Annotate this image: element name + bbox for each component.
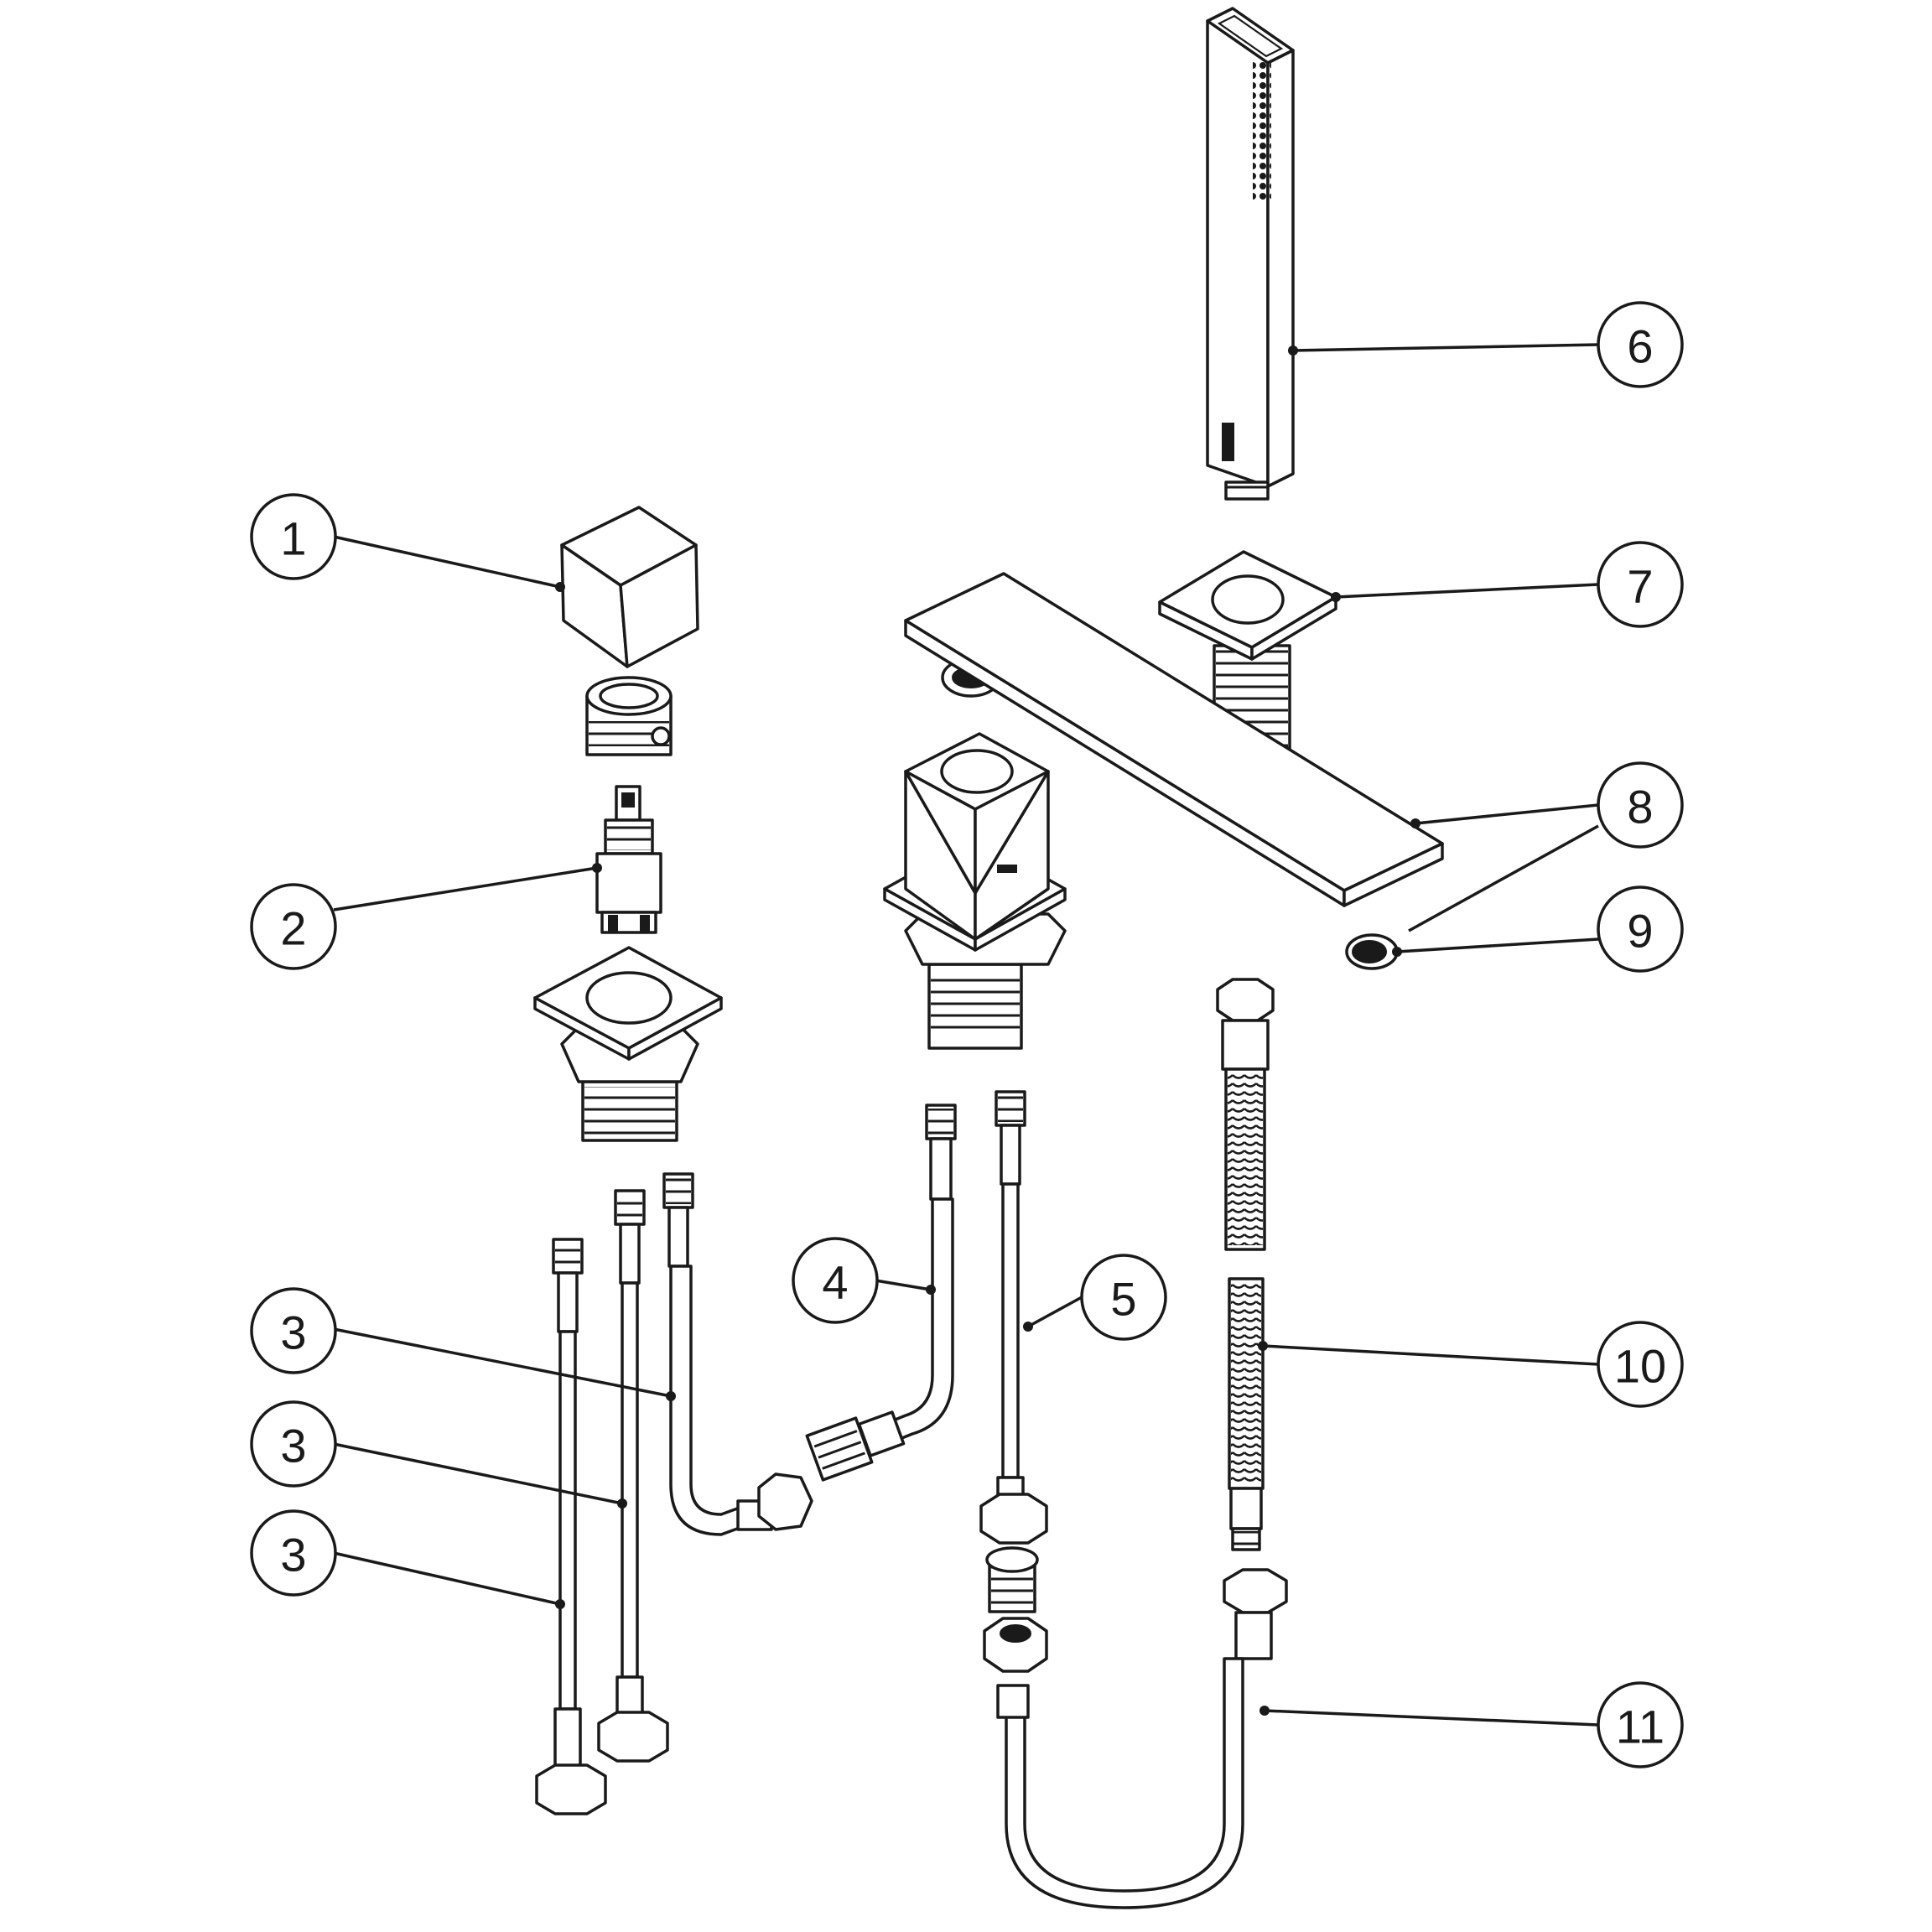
- aerator: [1345, 933, 1399, 970]
- callout-3b: 3: [250, 1400, 337, 1488]
- callout-label: 2: [280, 902, 306, 955]
- supply-hose-3b: [597, 1189, 669, 1763]
- callout-label: 8: [1627, 781, 1653, 834]
- diverter-valve-body: [883, 732, 1067, 1050]
- callout-label: 3: [280, 1306, 306, 1359]
- hand-shower: [1206, 7, 1295, 501]
- callout-3c: 3: [250, 1509, 337, 1597]
- diverter-hose-4: [805, 1104, 957, 1482]
- handle-cap: [560, 506, 699, 668]
- callout-1: 1: [250, 493, 337, 580]
- callout-2: 2: [250, 883, 337, 970]
- callout-label: 3: [280, 1529, 306, 1581]
- spout: [904, 572, 1444, 907]
- supply-hose-5: [979, 1090, 1048, 1673]
- shower-hose-10: [1216, 978, 1275, 1551]
- callout-4: 4: [792, 1237, 879, 1324]
- callout-6: 6: [1597, 301, 1684, 388]
- callout-label: 5: [1110, 1273, 1136, 1326]
- callout-11: 11: [1597, 1681, 1684, 1768]
- callout-5: 5: [1080, 1254, 1167, 1341]
- supply-hose-3c: [662, 1172, 813, 1536]
- callout-8: 8: [1597, 761, 1684, 849]
- callout-label: 11: [1616, 1701, 1665, 1753]
- supply-hose-3a: [535, 1238, 607, 1815]
- valve-body-left: [533, 946, 723, 1142]
- callout-7: 7: [1597, 541, 1684, 628]
- callout-3a: 3: [250, 1287, 337, 1374]
- callout-label: 7: [1627, 560, 1653, 613]
- shower-hose-loop-11: [996, 1568, 1288, 1909]
- shroud-ring: [585, 676, 673, 756]
- leader-lines: [333, 343, 1599, 1727]
- cartridge: [595, 785, 662, 934]
- callout-label: 3: [280, 1420, 306, 1472]
- callout-label: 9: [1627, 905, 1653, 958]
- callout-10: 10: [1597, 1321, 1684, 1408]
- callout-9: 9: [1597, 886, 1684, 973]
- callout-label: 1: [280, 512, 306, 565]
- callout-label: 4: [822, 1256, 848, 1309]
- leader-dots: [555, 345, 1420, 1716]
- callout-label: 6: [1627, 320, 1653, 373]
- callout-label: 10: [1614, 1340, 1666, 1393]
